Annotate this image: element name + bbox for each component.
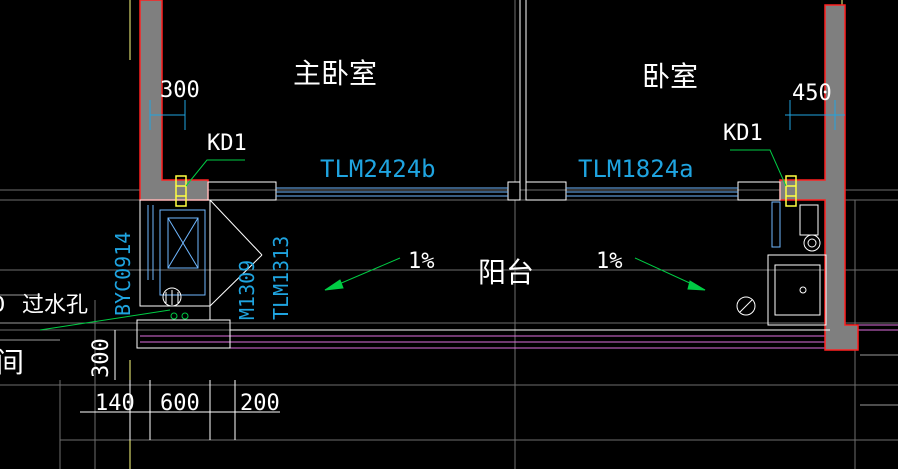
balcony-label: 阳台 <box>478 256 534 289</box>
tlm2424b-label: TLM2424b <box>320 155 436 183</box>
tlm1824a-label: TLM1824a <box>578 155 694 183</box>
drain-prefix-label: D <box>0 293 5 318</box>
sliding-door-tracks <box>276 187 738 197</box>
leaders <box>39 149 787 331</box>
dimension-lines <box>80 100 845 440</box>
window-label: BYC0914 <box>111 232 135 316</box>
drain-hole-label: 过水孔 <box>22 293 88 318</box>
dim-top-right: 450 <box>792 81 832 106</box>
dim-bottom-140: 140 <box>95 391 135 416</box>
dim-vertical: 300 <box>89 338 114 378</box>
slope-labels: 1% 1% <box>408 249 623 274</box>
kd-left-label: KD1 <box>207 131 247 156</box>
master-bedroom-label: 主卧室 <box>293 57 377 90</box>
dimension-labels: 300 450 300 140 600 200 <box>89 78 832 416</box>
kd-markers <box>175 175 797 207</box>
kd-left-marker <box>175 175 187 207</box>
axis-lines <box>129 0 843 469</box>
laundry-unit <box>139 199 263 320</box>
bedroom-label: 卧室 <box>642 60 698 93</box>
right-wall <box>779 4 859 351</box>
balcony-edge-lines <box>140 324 898 349</box>
kd-right-marker <box>785 175 797 207</box>
sink-fixture <box>736 201 827 326</box>
partitions <box>136 0 830 349</box>
m1309-label: M1309 <box>235 260 259 320</box>
tlm1313-label: TLM1313 <box>269 236 293 320</box>
slope-left-label: 1% <box>408 249 435 274</box>
door-labels: TLM2424b TLM1824a BYC0914 M1309 TLM1313 <box>111 155 694 320</box>
room-labels: 主卧室 卧室 阳台 间 <box>0 57 698 379</box>
partial-room-label: 间 <box>0 346 24 379</box>
dim-bottom-200: 200 <box>240 391 280 416</box>
dim-bottom-600: 600 <box>160 391 200 416</box>
marker-labels: KD1 KD1 D 过水孔 <box>0 121 763 318</box>
dim-top-left: 300 <box>160 78 200 103</box>
kd-right-label: KD1 <box>723 121 763 146</box>
slope-right-label: 1% <box>596 249 623 274</box>
center-wall-stub <box>507 181 521 201</box>
distant-lines <box>0 294 898 406</box>
